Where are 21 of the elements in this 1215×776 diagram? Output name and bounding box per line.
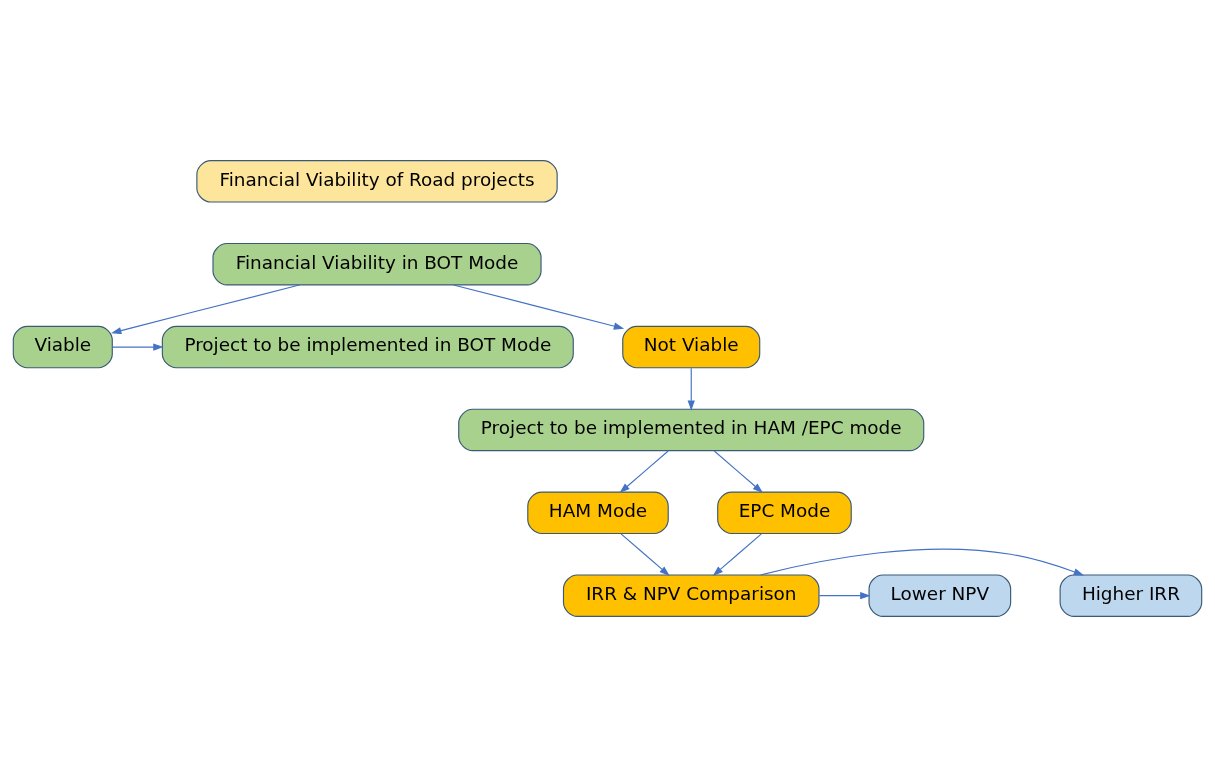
node-box: Higher IRR [1059, 573, 1203, 617]
node-box: Financial Viability of Road projects [196, 159, 558, 203]
node-box: HAM Mode [527, 491, 669, 534]
arrow [619, 449, 669, 493]
arrow [713, 449, 763, 493]
node-box: Viable [12, 325, 113, 368]
arrow [760, 548, 1085, 575]
node-box: EPC Mode [717, 491, 852, 534]
node-box: Project to be implemented in BOT Mode [161, 325, 574, 368]
arrow [712, 532, 762, 576]
node-box: Not Viable [622, 325, 761, 368]
arrow [452, 283, 625, 330]
arrow [111, 283, 300, 334]
arrow [111, 342, 164, 351]
node-box: Project to be implemented in HAM /EPC mode [458, 408, 925, 451]
arrow [818, 591, 871, 599]
arrow [620, 532, 670, 576]
node-box: Financial Viability in BOT Mode [212, 242, 542, 285]
arrow [687, 367, 695, 411]
node-box: IRR & NPV Comparison [562, 573, 820, 617]
node-box: Lower NPV [868, 573, 1012, 617]
